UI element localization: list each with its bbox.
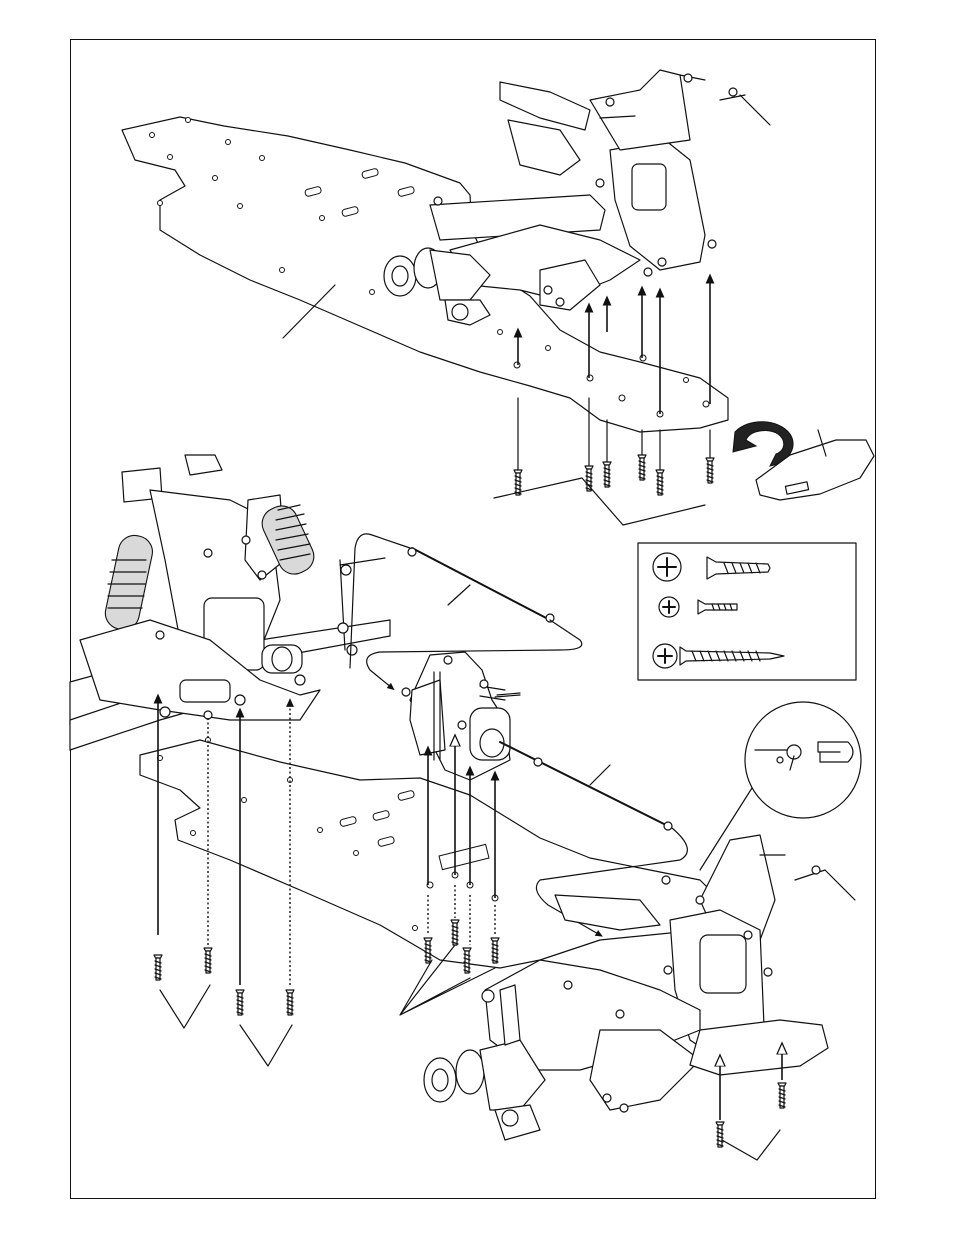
screw-legend bbox=[638, 543, 856, 680]
center-gearbox bbox=[402, 652, 520, 780]
lower-rear-suspension bbox=[80, 455, 385, 720]
detail-callout bbox=[700, 702, 861, 870]
